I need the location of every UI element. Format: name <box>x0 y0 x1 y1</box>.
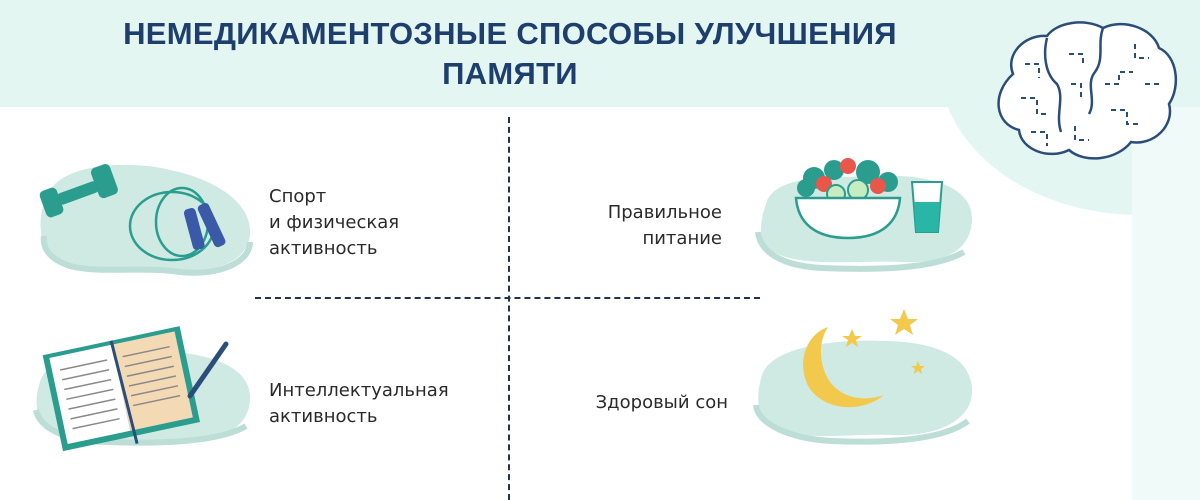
dumbbell-and-jump-rope-icon <box>39 164 253 276</box>
item-sport-label: Спорт и физическая активность <box>269 186 400 259</box>
title-line-2: ПАМЯТИ <box>442 56 578 91</box>
side-decoration <box>1132 107 1200 500</box>
book-and-pencil-icon <box>33 326 250 452</box>
vertical-divider <box>508 117 510 500</box>
brain-icon <box>997 21 1177 160</box>
moon-and-stars-icon <box>753 309 972 445</box>
title-line-1: НЕМЕДИКАМЕНТОЗНЫЕ СПОСОБЫ УЛУЧШЕНИЯ <box>123 16 897 51</box>
item-nutrition-label: Правильное питание <box>607 202 722 249</box>
item-sleep-label: Здоровый сон <box>595 392 728 413</box>
item-intellectual-label: Интеллектуальная активность <box>269 380 449 427</box>
page-title: НЕМЕДИКАМЕНТОЗНЫЕ СПОСОБЫ УЛУЧШЕНИЯ ПАМЯ… <box>60 14 960 94</box>
horizontal-divider <box>255 297 760 299</box>
salad-and-water-icon <box>755 158 972 272</box>
